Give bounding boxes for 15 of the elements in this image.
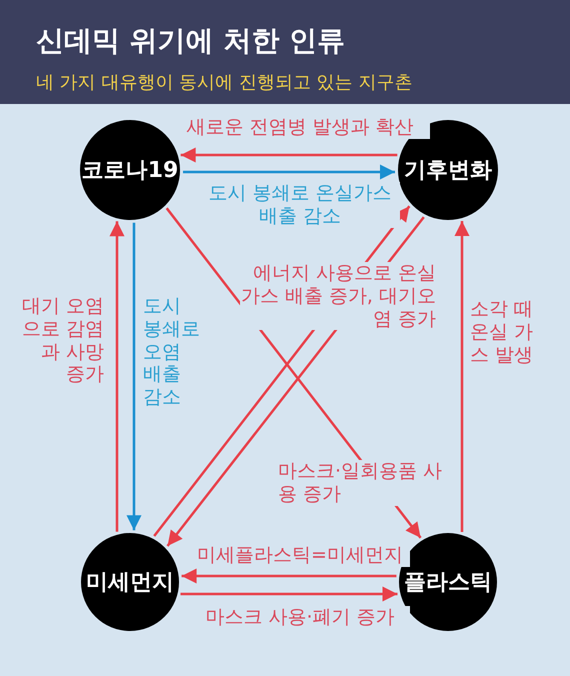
arrow [180, 148, 398, 162]
topic-label: 기후변화 [404, 157, 492, 185]
subtitle: 네 가지 대유행이 동시에 진행되고 있는 지구촌 [36, 71, 412, 94]
edge-label: 에너지 사용으로 온실가스 배출 증가, 대기오염 증가 [240, 262, 436, 330]
topic-label: 플라스틱 [404, 569, 492, 597]
arrow [454, 221, 470, 532]
arrow [110, 221, 124, 532]
topic-label: 코로나19 [82, 157, 178, 185]
title: 신데믹 위기에 처한 인류 [36, 23, 346, 59]
arrow [126, 222, 142, 530]
arrow [182, 568, 396, 584]
topic-label: 미세먼지 [86, 569, 174, 597]
edge-label: 마스크·일회용품 사용 증가 [278, 460, 443, 506]
arrow [180, 586, 398, 602]
arrow [183, 164, 395, 180]
